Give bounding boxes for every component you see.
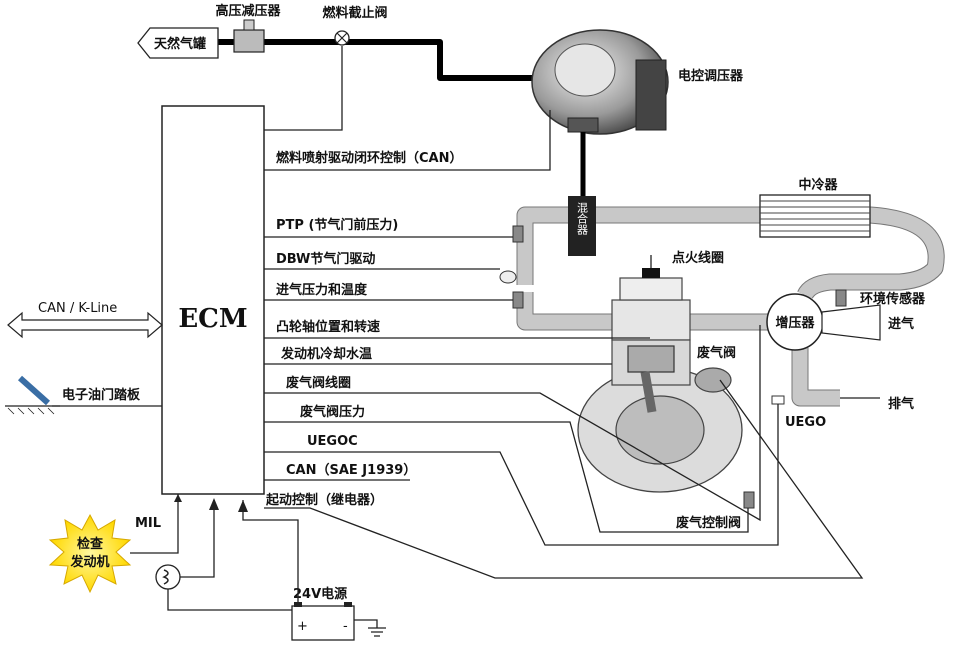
ambient-sensor: 环境传感器 [835,289,926,307]
ambient-sensor-label: 环境传感器 [860,291,926,307]
engine: 点火线圈 [577,250,743,493]
intake-pipes [516,206,945,407]
signal-label-6: 发动机冷却水温 [280,346,372,362]
hp-regulator-label: 高压减压器 [215,3,281,19]
mixer-label: 混合器 [576,202,589,236]
wastegate-label: 废气阀 [697,345,736,361]
wire-uego [264,404,779,546]
power-label: 24V电源 [293,586,347,602]
battery-plus: + [297,619,308,634]
turbocharger: 增压器 进气 排气 [766,293,914,412]
intake-label: 进气 [888,316,914,332]
hp-regulator: 高压减压器 [215,3,281,53]
wastegate: 废气阀 [694,345,736,393]
accelerator-pedal: 电子油门踏板 [5,375,162,415]
signal-label-9: UEGOC [307,434,358,449]
wire-mil [130,494,179,554]
check-engine-line1: 检查 [77,536,104,552]
signal-label-1: 燃料喷射驱动闭环控制（CAN） [276,150,462,166]
pedal-label: 电子油门踏板 [62,387,141,403]
intercooler-label: 中冷器 [798,177,838,193]
mixer: 混合器 [568,196,596,256]
can-kline-label: CAN / K-Line [38,301,117,316]
ignition-key [155,498,292,611]
signal-labels: 燃料喷射驱动闭环控制（CAN） PTP (节气门前压力) DBW节气门驱动进气压力和… [265,150,462,508]
signal-label-8: 废气阀压力 [300,404,365,420]
gas-tank-label: 天然气罐 [154,36,206,52]
signal-label-10: CAN（SAE J1939） [286,462,416,478]
signal-label-4: 进气压力和温度 [276,282,368,298]
battery: 24V电源 + - [238,500,386,641]
ecm-to-regulator [264,110,551,171]
ecm-label: ECM [178,304,247,334]
mil-label: MIL [135,516,161,531]
ecm-to-shutoff-valve [264,46,343,131]
ptp-sensor [512,225,524,243]
wire-starter [264,379,864,579]
signal-label-3: DBW节气门驱动 [276,251,375,267]
check-engine-line2: 发动机 [69,554,109,570]
intercooler: 中冷器 [759,177,871,238]
exhaust-label: 排气 [888,396,914,412]
check-engine-lamp: 检查 发动机 [48,513,132,594]
electronic-regulator-label: 电控调压器 [678,68,744,84]
signal-label-11: 起动控制（继电器） [265,492,383,508]
battery-minus: - [343,619,348,634]
electronic-regulator: 电控调压器 [531,29,744,135]
ignition-coil-label: 点火线圈 [672,250,724,266]
wire-wg-pressure [264,421,749,533]
throttle-valve [499,270,517,284]
can-kline-port: CAN / K-Line [7,301,163,339]
signal-label-2: PTP (节气门前压力) [276,217,398,233]
ecm-box: ECM [161,105,265,495]
wg-control-valve-label: 废气控制阀 [676,515,741,531]
shutoff-valve-label: 燃料截止阀 [322,5,387,21]
signal-label-7: 废气阀线圈 [286,375,351,391]
uego-label: UEGO [785,415,826,430]
wire-wg-coil [264,325,761,522]
wg-control-valve: 废气控制阀 [676,491,755,531]
shutoff-valve: 燃料截止阀 [322,5,388,46]
map-sensor [512,291,524,309]
fuel-line [205,39,545,81]
gas-tank: 天然气罐 [137,27,219,59]
turbo-label: 增压器 [775,315,815,331]
signal-label-5: 凸轮轴位置和转速 [276,319,380,335]
